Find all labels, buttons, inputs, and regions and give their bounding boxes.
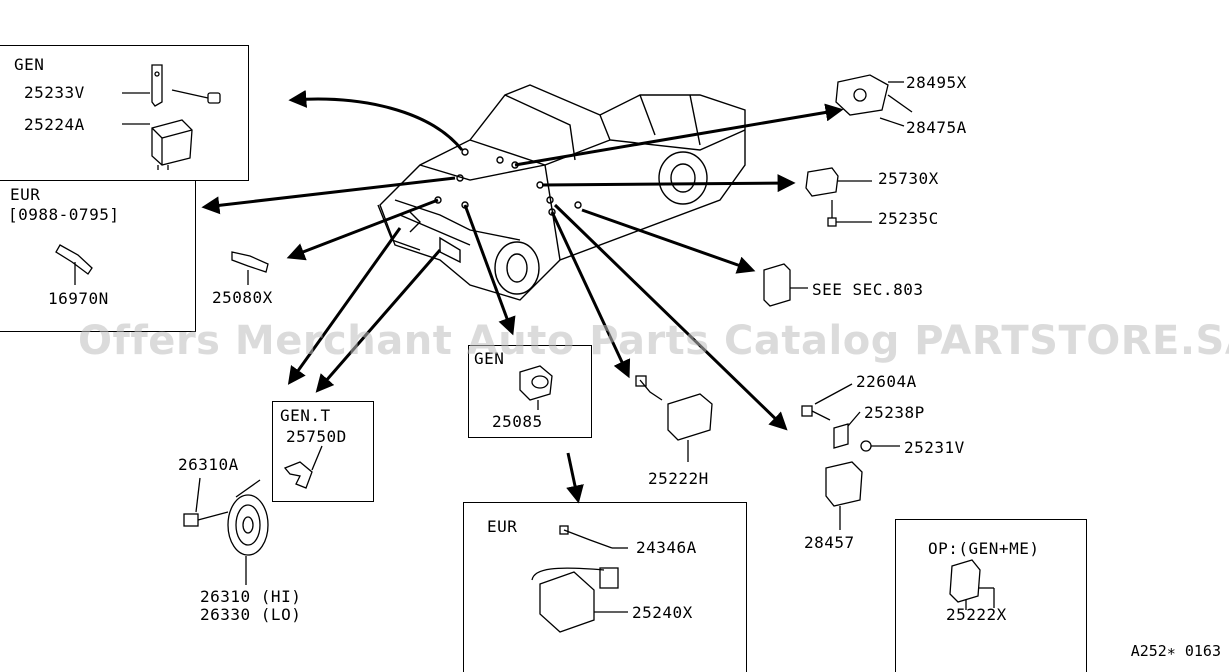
frame-gen-t — [272, 401, 374, 502]
part-label-25235C[interactable]: 25235C — [878, 209, 939, 228]
part-label-25222X[interactable]: 25222X — [946, 605, 1007, 624]
switch-25240X — [531, 567, 628, 633]
part-label-25231V[interactable]: 25231V — [904, 438, 965, 457]
box-label-gen-t: GEN.T — [280, 406, 331, 425]
frame-eur-bottom — [463, 502, 747, 672]
part-label-25238P[interactable]: 25238P — [864, 403, 925, 422]
switch-25080X — [231, 251, 269, 285]
part-label-16970N[interactable]: 16970N — [48, 289, 109, 308]
sensor-24346A — [559, 525, 628, 549]
part-label-26330-lo[interactable]: 26330 (LO) — [200, 605, 302, 624]
diagram-code: A252∗ 0163 — [1130, 642, 1221, 660]
box-label-eur: EUR — [10, 185, 41, 204]
watermark-text: Offers Merchant Auto Parts Catalog PARTS… — [78, 318, 1229, 364]
part-label-26310-hi[interactable]: 26310 (HI) — [200, 587, 302, 606]
part-label-25080X[interactable]: 25080X — [212, 288, 273, 307]
frame-gen-mid — [468, 345, 592, 438]
frame-op — [895, 519, 1087, 672]
box-label-gen-mid: GEN — [474, 349, 505, 368]
frame-eur-left — [0, 180, 196, 332]
fasteners-22604A-25238P-25231V — [801, 383, 900, 452]
relay-28457 — [825, 461, 863, 530]
part-see-sec-803 — [763, 263, 808, 307]
part-label-22604A[interactable]: 22604A — [856, 372, 917, 391]
sensor-28495X — [835, 74, 913, 127]
part-label-25233V[interactable]: 25233V — [24, 83, 85, 102]
bracket-25233V — [151, 64, 221, 107]
leader-lines — [122, 92, 150, 125]
horn-26310 — [183, 477, 269, 585]
part-label-see-sec-803[interactable]: SEE SEC.803 — [812, 280, 924, 299]
part-label-25222H[interactable]: 25222H — [648, 469, 709, 488]
part-label-24346A[interactable]: 24346A — [636, 538, 697, 557]
clip-25750D — [283, 445, 323, 489]
switch-16970N — [55, 244, 93, 285]
part-label-25730X[interactable]: 25730X — [878, 169, 939, 188]
part-label-25085[interactable]: 25085 — [492, 412, 543, 431]
box-label-op: OP:(GEN+ME) — [928, 539, 1040, 558]
part-label-28475A[interactable]: 28475A — [906, 118, 967, 137]
relay-25222H — [635, 375, 713, 462]
part-label-28495X[interactable]: 28495X — [906, 73, 967, 92]
box-label-date-range: [0988-0795] — [8, 205, 120, 224]
part-label-25240X[interactable]: 25240X — [632, 603, 693, 622]
part-label-28457[interactable]: 28457 — [804, 533, 855, 552]
switch-25085 — [519, 365, 553, 410]
part-label-25224A[interactable]: 25224A — [24, 115, 85, 134]
relay-25222X — [949, 559, 995, 610]
relay-25730X — [805, 167, 872, 227]
box-label-gen: GEN — [14, 55, 45, 74]
part-label-25750D[interactable]: 25750D — [286, 427, 347, 446]
vehicle-illustration — [377, 84, 746, 301]
callout-arrows — [201, 89, 844, 504]
box-label-eur-bottom: EUR — [487, 517, 518, 536]
relay-25224A — [151, 119, 193, 170]
part-label-26310A[interactable]: 26310A — [178, 455, 239, 474]
